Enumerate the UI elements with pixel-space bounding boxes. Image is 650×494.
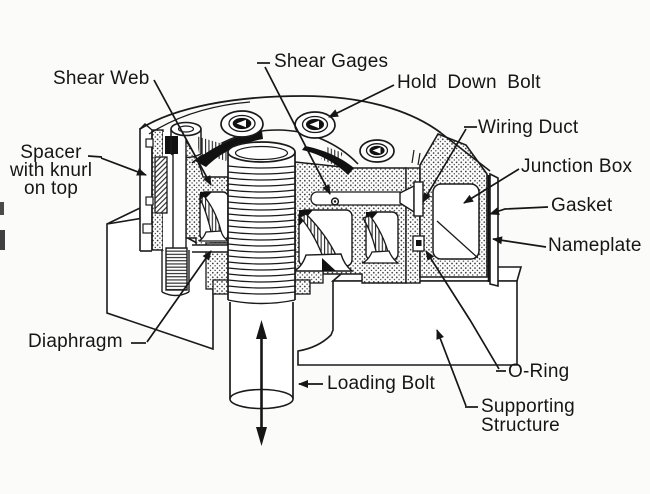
outer-rim-arc [139,95,442,134]
bolt-head-2 [294,111,336,139]
label-spacer-line1: Spacer [20,142,82,163]
label-shear-web: Shear Web [53,68,150,89]
label-wiring-duct: Wiring Duct [478,117,579,138]
nameplate-drawing [489,172,499,288]
label-hold-down-bolt: Hold Down Bolt [397,72,541,93]
hold-down-bolt-heads [220,110,395,163]
o-ring-drawing [412,235,425,252]
label-loading-bolt: Loading Bolt [327,373,436,394]
junction-box-wire [436,220,479,259]
left-cavity [198,191,230,242]
sectioned-hold-down-bolt [161,154,190,297]
loading-bolt-drawing [227,141,296,446]
label-nameplate: Nameplate [548,235,642,256]
leader-hold-down-bolt [328,84,395,118]
leader-o-ring [425,250,500,370]
label-spacer-line3: on top [23,178,79,199]
leader-supporting-structure [436,329,467,407]
leader-diaphragm [146,250,212,343]
label-supporting-line1: Supporting [481,396,575,417]
loading-bolt-threads [227,165,296,295]
label-junction-box: Junction Box [521,156,633,177]
label-diaphragm: Diaphragm [28,331,123,352]
leader-wiring-duct [422,128,467,203]
right-cavity-1 [293,209,354,272]
leader-shear-gages [264,66,331,195]
label-o-ring: O-Ring [508,361,570,382]
bolt-head-3 [359,139,395,163]
label-supporting-structure: Supporting Structure [481,397,575,435]
leader-spacer [100,157,147,176]
label-spacer: Spacer with knurl on top [1,142,101,199]
bolt-threads [165,247,188,291]
label-shear-gages: Shear Gages [274,51,389,72]
label-supporting-line2: Structure [481,415,560,436]
scan-artifacts [0,202,5,250]
diaphragm-section [192,244,232,253]
label-spacer-line2: with knurl [9,160,93,181]
knurled-spacer [154,156,168,214]
junction-box-interior [432,183,480,260]
leader-junction-box [463,168,520,204]
leader-shear-web [153,79,212,186]
leader-nameplate [492,236,547,248]
load-direction-arrow [256,320,267,446]
outer-skin [140,128,152,251]
wall-tabs [142,138,154,234]
spacer-and-bolt-column [142,121,202,297]
right-cavity-2 [361,211,400,264]
leader-gasket [489,206,549,215]
leader-lines [87,62,549,408]
bolt-head-1 [220,110,264,138]
gage-slot [310,191,407,206]
label-gasket: Gasket [551,195,613,216]
